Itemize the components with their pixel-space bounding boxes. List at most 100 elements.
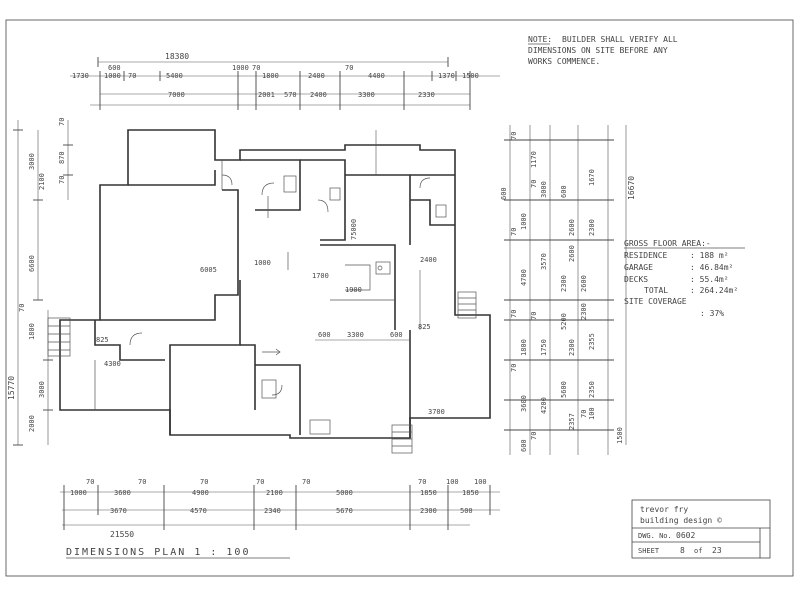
top-c-5: 2330 — [418, 91, 435, 99]
right-c3-2: 2300 — [560, 275, 568, 292]
right-c4-3: 2355 — [588, 333, 596, 350]
gross-floor-area: GROSS FLOOR AREA:- RESIDENCE : 188 m² GA… — [624, 239, 745, 318]
company-name: trevor fry — [640, 505, 688, 514]
bottom-top-5: 70 — [418, 478, 426, 486]
sheet-of: of — [694, 547, 702, 555]
top-c-0: 7000 — [168, 91, 185, 99]
top-a-1: 1000 — [232, 64, 249, 72]
dwg-number: 0602 — [676, 531, 695, 540]
top-b-7: 1370 — [438, 72, 455, 80]
spa-fixture — [309, 419, 331, 435]
right-c1-8: 3600 — [520, 395, 528, 412]
top-c-4: 3300 — [358, 91, 375, 99]
right-c1-4: 4700 — [520, 269, 528, 286]
bath-fixture-3 — [435, 204, 447, 218]
bottom-top-1: 70 — [138, 478, 146, 486]
top-a-3: 70 — [345, 64, 353, 72]
cooktop-burner — [377, 265, 383, 271]
bottom-a-6: 1850 — [462, 489, 479, 497]
deck-steps-right — [457, 291, 477, 319]
sheet-number: 8 — [680, 546, 685, 555]
right-c3-4: 5600 — [560, 381, 568, 398]
right-c1-9: 600 — [520, 439, 528, 452]
site-coverage-value: : 37% — [700, 309, 724, 318]
sheet-total: 23 — [712, 546, 722, 555]
bath-fixture-2 — [329, 187, 341, 201]
bottom-a-3: 2100 — [266, 489, 283, 497]
left-l-3: 2000 — [28, 415, 36, 432]
bottom-top-7: 100 — [474, 478, 487, 486]
bottom-b-1: 4570 — [190, 507, 207, 515]
top-c-1: 2001 — [258, 91, 275, 99]
bottom-top-3: 70 — [256, 478, 264, 486]
plan-dim-w3: 2400 — [420, 256, 437, 264]
bottom-dimensions: 70 70 70 70 70 70 100 100 1000 3600 4900… — [60, 478, 500, 539]
top-b-1: 1000 — [104, 72, 121, 80]
bottom-top-2: 70 — [200, 478, 208, 486]
area-row-3-label: TOTAL — [644, 286, 668, 295]
right-c2-1: 1170 — [530, 151, 538, 168]
plan-dim-w4: 1700 — [312, 272, 329, 280]
right-overall: 16670 — [627, 176, 636, 200]
right-c3-3: 2600 — [568, 245, 576, 262]
top-b-4: 1800 — [262, 72, 279, 80]
right-c2-4: 70 — [530, 312, 538, 320]
right-c2-2: 70 — [530, 180, 538, 188]
top-b-0: 1730 — [72, 72, 89, 80]
right-c4-7: 100 — [588, 407, 596, 420]
right-c2-0: 3000 — [540, 181, 548, 198]
right-c3-7: 2357 — [568, 413, 576, 430]
right-c2-7: 70 — [530, 432, 538, 440]
bottom-b-3: 5670 — [336, 507, 353, 515]
plan-dim-w6: 3700 — [428, 408, 445, 416]
right-c2-3: 3570 — [540, 253, 548, 270]
title-block: trevor fry building design © DWG. No. 06… — [631, 499, 771, 559]
plan-small-0: 825 — [96, 336, 109, 344]
right-c1-0: 600 — [500, 187, 508, 200]
bottom-b-0: 3670 — [110, 507, 127, 515]
left-u-0: 70 — [58, 118, 66, 126]
plan-row-2: 600 — [390, 331, 403, 339]
left-l-0: 1800 — [28, 323, 36, 340]
floor-plan: 6005 1000 2400 1700 1900 3700 4300 75000… — [47, 129, 491, 454]
plan-dim-w8: 75000 — [350, 219, 358, 240]
right-c1-7: 70 — [510, 364, 518, 372]
sheet-label: SHEET — [638, 547, 660, 555]
bottom-top-6: 100 — [446, 478, 459, 486]
note-title: NOTE: — [528, 35, 552, 44]
right-c4-2: 2600 — [580, 275, 588, 292]
right-c1-2: 1000 — [520, 213, 528, 230]
plan-row-0: 600 — [318, 331, 331, 339]
right-c4-4: 2300 — [580, 303, 588, 320]
right-c4-8: 1500 — [616, 427, 624, 444]
bottom-a-1: 3600 — [114, 489, 131, 497]
dwg-label: DWG. No. — [638, 532, 672, 540]
builder-note: NOTE: BUILDER SHALL VERIFY ALL DIMENSION… — [528, 35, 678, 66]
area-row-0-value: : 188 m² — [690, 251, 729, 260]
right-c4-1: 2300 — [588, 219, 596, 236]
bottom-overall: 21550 — [110, 530, 134, 539]
bottom-top-0: 70 — [86, 478, 94, 486]
left-dimensions: 15770 70 3000 2100 870 70 6600 1800 70 3… — [7, 118, 73, 446]
entry-steps-left — [47, 317, 71, 357]
left-u-1: 3000 — [28, 153, 36, 170]
kitchen-cooktop — [375, 261, 391, 275]
note-line-2: DIMENSIONS ON SITE BEFORE ANY — [528, 46, 668, 55]
top-b-6: 4400 — [368, 72, 385, 80]
company-subtitle: building design © — [640, 516, 722, 525]
bottom-top-4: 70 — [302, 478, 310, 486]
right-c4-6: 70 — [580, 410, 588, 418]
right-c4-5: 2350 — [588, 381, 596, 398]
right-c4-0: 1670 — [588, 169, 596, 186]
left-u-3: 870 — [58, 151, 66, 164]
bottom-a-2: 4900 — [192, 489, 209, 497]
sheet-border — [5, 19, 794, 577]
right-c2-5: 1750 — [540, 339, 548, 356]
area-row-2-value: : 55.4m² — [690, 275, 729, 284]
plan-small-1: 825 — [418, 323, 431, 331]
plan-dim-w7: 4300 — [104, 360, 121, 368]
top-overall: 18380 — [165, 52, 189, 61]
area-row-1-label: GARAGE — [624, 263, 653, 272]
right-c1-3: 70 — [510, 228, 518, 236]
